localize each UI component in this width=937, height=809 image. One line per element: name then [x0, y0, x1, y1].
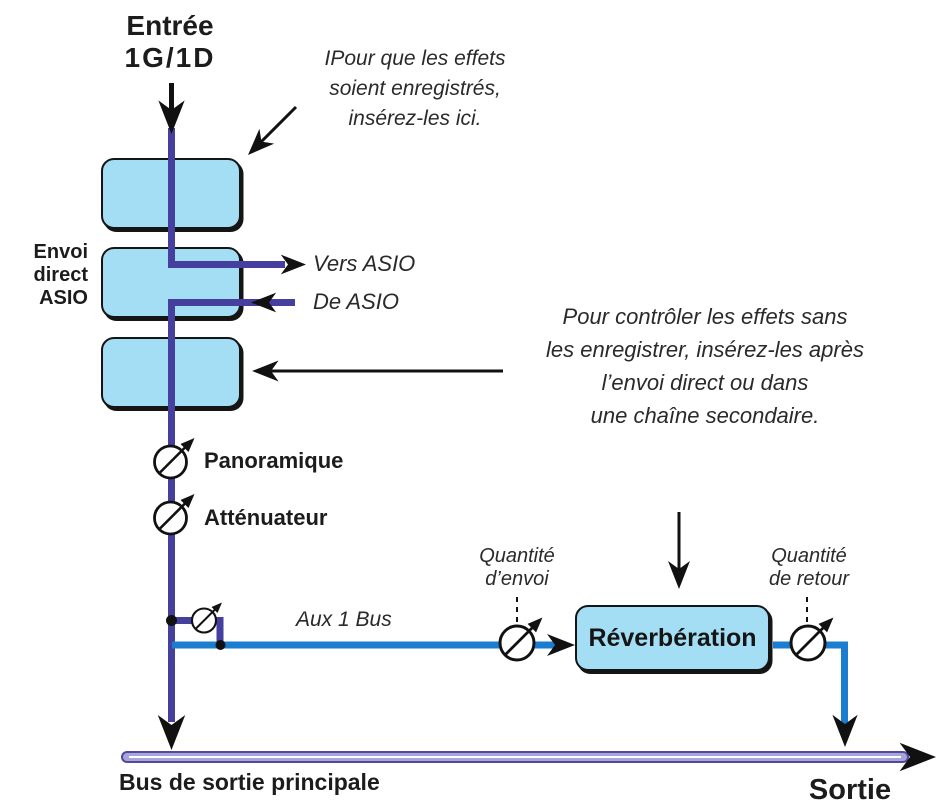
- input-label-line2: 1G/1D: [124, 42, 216, 73]
- return-amount-label: Quantité de retour: [745, 545, 873, 591]
- input-label-line1: Entrée: [126, 10, 214, 41]
- aux-bus-label: Aux 1 Bus: [296, 608, 392, 631]
- to-asio-label: Vers ASIO: [313, 251, 416, 276]
- reverb-box: Réverbération: [575, 605, 770, 671]
- monitor-note-line2: les enregistrer, insérez-les après: [546, 337, 864, 362]
- direct-send-line1: Envoi: [33, 241, 88, 263]
- aux-bus-junction-dot: [215, 640, 226, 650]
- input-label: Entrée 1G/1D: [90, 10, 250, 74]
- signal-line-input-to-asio-send: [168, 128, 285, 268]
- return-amount-line2: de retour: [768, 568, 850, 590]
- direct-send-label: Envoi direct ASIO: [8, 241, 88, 310]
- monitor-note-line4: une chaîne secondaire.: [590, 403, 820, 428]
- monitor-note-line3: l’envoi direct ou dans: [601, 370, 809, 395]
- from-asio-label: De ASIO: [313, 289, 399, 314]
- output-label: Sortie: [808, 774, 892, 806]
- return-amount-knob-icon: [789, 616, 835, 662]
- reverb-label: Réverbération: [588, 623, 757, 652]
- pan-label: Panoramique: [204, 448, 344, 473]
- send-amount-label: Quantité d’envoi: [455, 545, 579, 591]
- send-amount-knob-icon: [498, 616, 544, 662]
- send-amount-line1: Quantité: [479, 545, 555, 567]
- main-bus-label: Bus de sortie principale: [119, 769, 380, 795]
- aux-branch-junction-dot: [166, 615, 177, 626]
- direct-send-line3: ASIO: [39, 287, 88, 309]
- record-note-arrow-line: [254, 105, 298, 149]
- record-note-line2: soient enregistrés,: [329, 77, 501, 100]
- monitor-note: Pour contrôler les effets sans les enreg…: [488, 300, 922, 432]
- monitor-note-line1: Pour contrôler les effets sans: [562, 304, 848, 329]
- return-amount-line1: Quantité: [771, 545, 847, 567]
- record-note-line1: IPour que les effets: [324, 47, 506, 70]
- record-note: IPour que les effets soient enregistrés,…: [275, 44, 555, 134]
- aux-send-branch-line: [171, 617, 224, 648]
- fader-label: Atténuateur: [204, 505, 328, 530]
- record-note-line3: insérez-les ici.: [348, 107, 482, 130]
- send-amount-line2: d’envoi: [485, 568, 549, 590]
- direct-send-line2: direct: [33, 264, 88, 286]
